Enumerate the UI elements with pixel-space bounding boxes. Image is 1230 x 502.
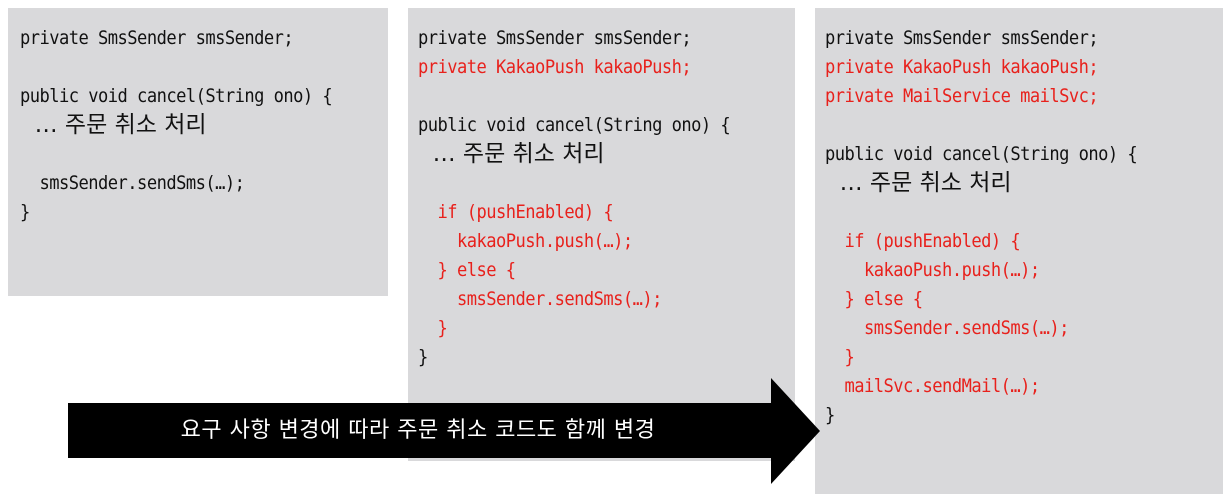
code-line: private SmsSender smsSender; bbox=[418, 27, 692, 49]
code-line bbox=[418, 169, 757, 198]
code-panel-before: private SmsSender smsSender; public void … bbox=[8, 8, 388, 296]
code-line-changed: private KakaoPush kakaoPush; bbox=[418, 56, 692, 78]
code-line-changed: } bbox=[825, 346, 855, 368]
code-line bbox=[825, 111, 1183, 140]
code-block: private SmsSender smsSender; private Kaka… bbox=[815, 24, 1223, 430]
code-line-changed: } bbox=[418, 317, 448, 339]
code-line: private SmsSender smsSender; bbox=[20, 27, 294, 49]
code-line-changed: kakaoPush.push(…); bbox=[825, 259, 1040, 281]
code-line bbox=[418, 82, 757, 111]
code-block: private SmsSender smsSender; public void … bbox=[8, 24, 388, 227]
code-line-changed: mailSvc.sendMail(…); bbox=[825, 375, 1041, 397]
code-block: private SmsSender smsSender; private Kaka… bbox=[408, 24, 795, 372]
code-line: private SmsSender smsSender; bbox=[825, 27, 1099, 49]
change-arrow: 요구 사항 변경에 따라 주문 취소 코드도 함께 변경 bbox=[68, 378, 820, 484]
code-line-changed: smsSender.sendSms(…); bbox=[825, 317, 1069, 339]
code-line bbox=[825, 198, 1183, 227]
code-line: … 주문 취소 처리 bbox=[20, 112, 207, 138]
code-line bbox=[20, 140, 351, 169]
code-line-changed: kakaoPush.push(…); bbox=[418, 230, 633, 252]
code-line-changed: } else { bbox=[825, 288, 924, 310]
code-line-changed: smsSender.sendSms(…); bbox=[418, 288, 662, 310]
code-line-changed: if (pushEnabled) { bbox=[825, 230, 1021, 252]
code-line: } bbox=[20, 201, 30, 223]
code-line: smsSender.sendSms(…); bbox=[20, 172, 245, 194]
code-line: } bbox=[825, 404, 835, 426]
code-line: … 주문 취소 처리 bbox=[825, 170, 1012, 196]
code-line: … 주문 취소 처리 bbox=[418, 141, 605, 167]
code-line-changed: } else { bbox=[418, 259, 517, 281]
code-line bbox=[20, 53, 351, 82]
code-line: } bbox=[418, 346, 428, 368]
arrow-shape bbox=[68, 378, 820, 484]
code-line-changed: if (pushEnabled) { bbox=[418, 201, 614, 223]
arrow-label: 요구 사항 변경에 따라 주문 취소 코드도 함께 변경 bbox=[180, 418, 656, 443]
code-panel-push-added: private SmsSender smsSender; private Kaka… bbox=[408, 8, 795, 461]
code-line: public void cancel(String ono) { bbox=[825, 143, 1138, 165]
code-panel-mail-added: private SmsSender smsSender; private Kaka… bbox=[815, 8, 1223, 494]
code-line-changed: private KakaoPush kakaoPush; bbox=[825, 56, 1099, 78]
code-line: public void cancel(String ono) { bbox=[418, 114, 731, 136]
code-line: public void cancel(String ono) { bbox=[20, 85, 333, 107]
code-line-changed: private MailService mailSvc; bbox=[825, 85, 1099, 107]
